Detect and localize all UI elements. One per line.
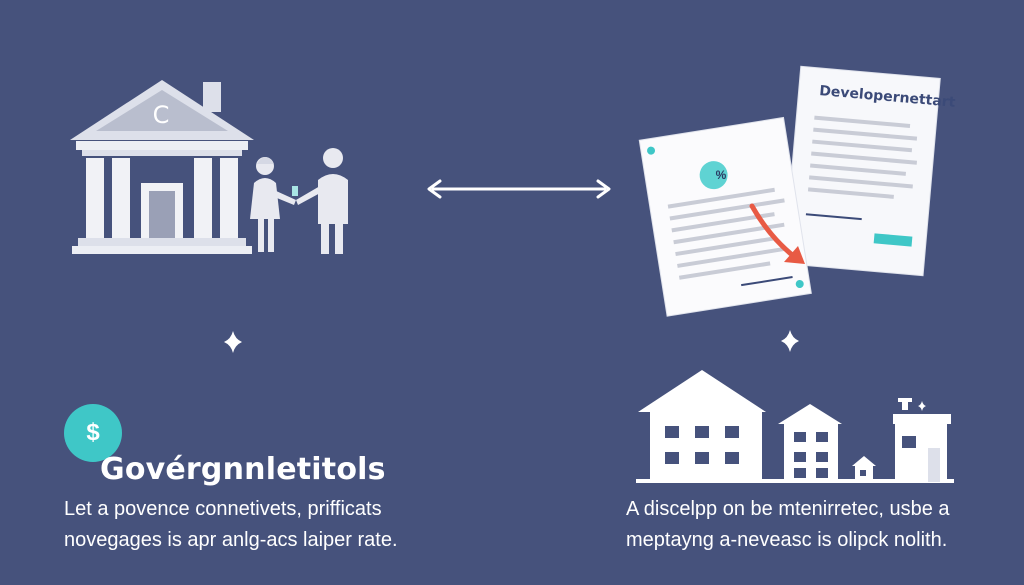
section-heading: Govérgnnletitols xyxy=(100,452,386,487)
people-handshake-icon xyxy=(250,148,348,254)
right-caption-line-2: meptayng a-neveasc is olipck nolith. xyxy=(626,529,948,551)
left-caption-line-2: novegages is apr anlg-acs laiper rate. xyxy=(64,529,398,551)
double-arrow-icon xyxy=(427,179,611,199)
right-caption-line-1: A discelpp on be mtenirretec, usbe a xyxy=(626,498,950,520)
house-windows xyxy=(665,426,940,482)
houses-icon xyxy=(636,370,954,483)
red-curved-arrow-icon xyxy=(749,203,805,264)
left-caption-line-1: Let a povence connetivets, prifficats xyxy=(64,498,382,520)
percent-symbol: % xyxy=(715,168,727,182)
left-caption: Let a povence connetivets, prifficats no… xyxy=(64,494,398,556)
document-front xyxy=(638,116,812,317)
sparkle-icon-right xyxy=(781,330,799,352)
right-caption: A discelpp on be mtenirretec, usbe a mep… xyxy=(626,494,950,556)
sparkle-icon-small xyxy=(918,401,926,411)
dollar-badge-icon xyxy=(64,404,122,462)
bank-pediment-letter: C xyxy=(152,101,170,129)
sparkle-icon-left xyxy=(224,331,242,353)
dollar-symbol: $ xyxy=(86,419,100,446)
document-back xyxy=(783,65,941,277)
bank-building-icon xyxy=(70,80,254,254)
